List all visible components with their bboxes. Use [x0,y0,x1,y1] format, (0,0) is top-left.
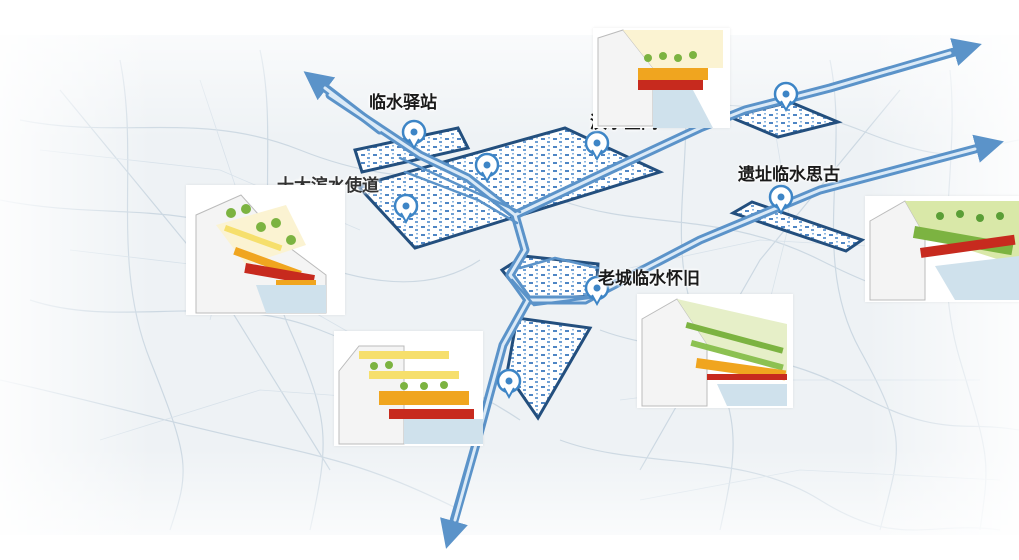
map-pin-icon[interactable] [768,184,794,216]
map-pin-icon[interactable] [474,152,500,184]
map-pin-icon[interactable] [401,119,427,151]
map-pins [393,81,799,400]
section-thumb-left [186,185,345,315]
map-pin-icon[interactable] [496,368,522,400]
routes [303,38,1004,549]
zone-old-town-south [505,316,593,421]
map-pin-icon[interactable] [773,81,799,113]
label-station: 临水驿站 [369,93,437,113]
label-old-town: 老城临水怀旧 [598,269,700,289]
section-thumb-right [865,196,1019,302]
section-thumb-center-right [637,294,793,408]
section-thumb-top [593,28,730,128]
map-pin-icon[interactable] [393,193,419,225]
section-thumb-bottom-left [334,331,483,446]
label-site-history: 遗址临水思古 [738,165,840,185]
zone-water-space [355,126,665,250]
map-pin-icon[interactable] [584,130,610,162]
map-pin-icon[interactable] [584,275,610,307]
